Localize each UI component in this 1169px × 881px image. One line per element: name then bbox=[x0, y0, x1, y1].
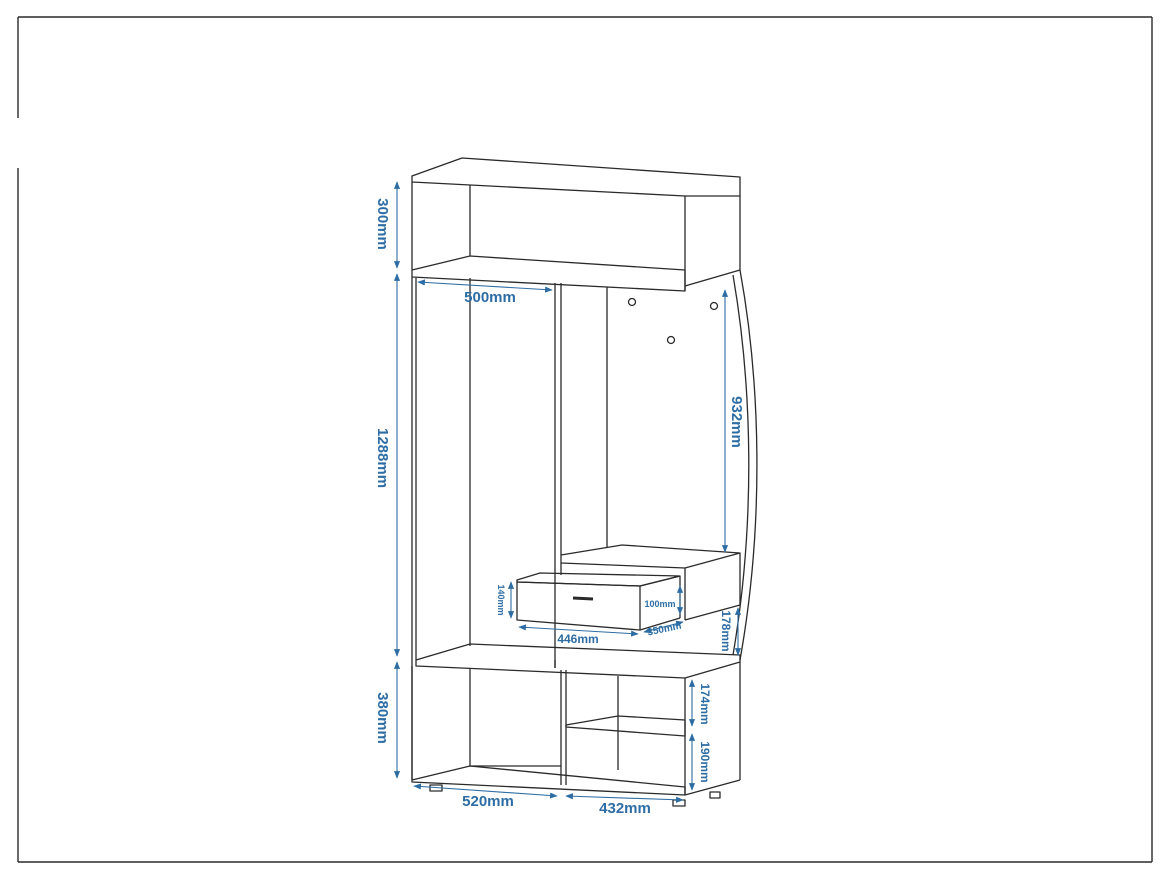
label-shelf-upper: 174mm bbox=[698, 683, 712, 724]
label-bottom-height: 380mm bbox=[374, 692, 391, 744]
page-border bbox=[17, 16, 1153, 863]
label-drawer-gap: 178mm bbox=[719, 610, 733, 651]
label-drawer-depth: 350mm bbox=[646, 621, 682, 639]
label-bottom-right-width: 432mm bbox=[599, 800, 651, 817]
label-hanging-width: 500mm bbox=[464, 289, 516, 306]
label-upper-right-height: 932mm bbox=[728, 396, 745, 448]
dimension-lines bbox=[393, 181, 742, 803]
label-drawer-inner-height: 100mm bbox=[644, 599, 675, 609]
label-middle-height: 1288mm bbox=[374, 428, 391, 488]
label-drawer-height: 140mm bbox=[496, 584, 506, 615]
label-drawer-width: 446mm bbox=[557, 632, 598, 646]
label-bottom-left-width: 520mm bbox=[462, 793, 514, 810]
dimension-labels: 300mm 1288mm 380mm 500mm 932mm 140mm 446… bbox=[374, 198, 745, 817]
label-shelf-lower: 190mm bbox=[698, 741, 712, 782]
label-top-height: 300mm bbox=[374, 198, 391, 250]
wardrobe-outline bbox=[411, 157, 758, 807]
